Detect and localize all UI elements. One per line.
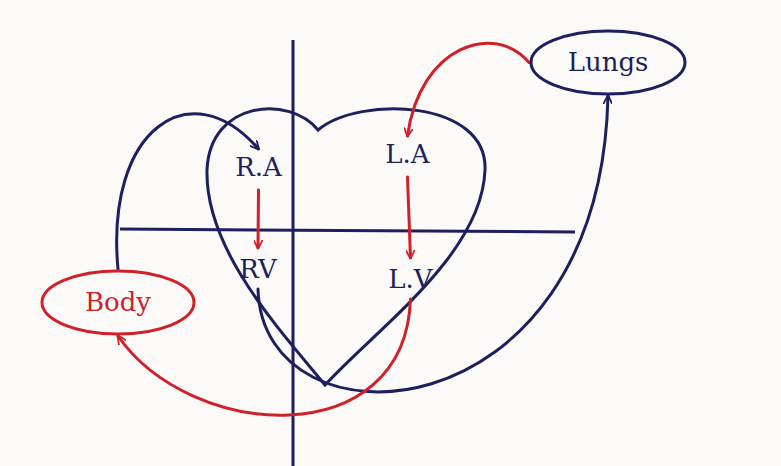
chamber-label: RV <box>233 251 283 289</box>
node-text: L.A <box>385 140 429 170</box>
node-text: Body <box>85 288 151 318</box>
flow-arrow <box>257 190 261 248</box>
node-text: R.A <box>235 153 282 183</box>
lungs-oval: Lungs <box>529 29 687 96</box>
chamber-label: L.A <box>379 136 436 174</box>
flow-arrow <box>258 96 608 392</box>
node-text: L.V <box>388 265 432 295</box>
heart-outline <box>207 109 485 385</box>
node-text: Lungs <box>568 48 649 78</box>
node-text: RV <box>239 255 276 285</box>
flow-arrow <box>408 43 530 136</box>
septum-line <box>292 40 295 466</box>
flow-arrow <box>408 177 411 258</box>
flow-arrow <box>117 114 259 269</box>
valve-line <box>120 229 575 232</box>
flow-arrow <box>118 299 411 415</box>
chamber-label: L.V <box>382 261 439 299</box>
body-oval: Body <box>40 269 196 336</box>
chamber-label: R.A <box>229 149 288 187</box>
